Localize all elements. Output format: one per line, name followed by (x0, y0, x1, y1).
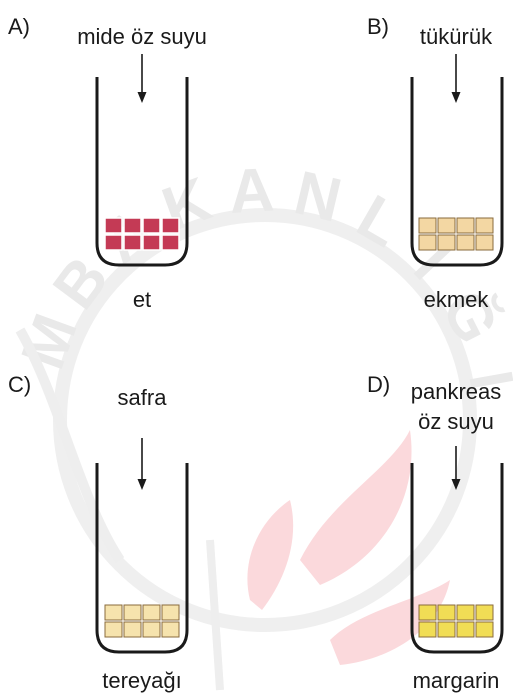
substance-block (456, 217, 475, 234)
substance-block (161, 217, 180, 234)
test-tube (95, 77, 189, 267)
option-label: A) (8, 14, 30, 39)
substance-block (437, 217, 456, 234)
watermark-leaf-icon (330, 580, 450, 665)
substance-block (475, 621, 494, 638)
substance-block (418, 604, 437, 621)
arrow-down-icon (451, 479, 461, 490)
substance-block (437, 621, 456, 638)
solution-label: öz suyu (418, 409, 494, 434)
substance-block (437, 234, 456, 251)
substance-block (142, 217, 161, 234)
test-tube (410, 463, 504, 654)
substance-block (104, 621, 123, 638)
substance-block (104, 217, 123, 234)
test-tube (410, 77, 504, 267)
substance-block (142, 604, 161, 621)
watermark-stroke-shape (15, 327, 125, 563)
substance-block (161, 234, 180, 251)
arrow-down-icon (137, 92, 147, 103)
substance-block (456, 234, 475, 251)
substance-block (161, 604, 180, 621)
substance-block (142, 234, 161, 251)
test-tube (95, 463, 189, 654)
panel-b: B) tükürük ekmek (367, 14, 504, 312)
substance-block (123, 604, 142, 621)
arrow-down-icon (137, 479, 147, 490)
watermark-leaf-icon (247, 500, 294, 610)
substance-block (104, 604, 123, 621)
solution-label: safra (118, 385, 168, 410)
substance-block (418, 234, 437, 251)
substance-block (142, 621, 161, 638)
watermark-letter: B (40, 245, 122, 322)
substance-label: et (133, 287, 151, 312)
substance-block (123, 217, 142, 234)
watermark-stroke-shape (206, 539, 224, 691)
solution-label: tükürük (420, 24, 493, 49)
substance-block (123, 621, 142, 638)
option-label: D) (367, 372, 390, 397)
substance-block (418, 217, 437, 234)
solution-label: mide öz suyu (77, 24, 207, 49)
substance-block (475, 217, 494, 234)
substance-block (161, 621, 180, 638)
panel-c: C) safra tereyağı (8, 372, 189, 693)
option-label: C) (8, 372, 31, 397)
substance-block (104, 234, 123, 251)
substance-block (123, 234, 142, 251)
substance-block (437, 604, 456, 621)
substance-label: margarin (413, 668, 500, 693)
panel-a: A) mide öz suyu et (8, 14, 207, 312)
substance-label: tereyağı (102, 668, 182, 693)
watermark-letter: A (227, 156, 276, 227)
watermark-letter: L (346, 182, 413, 261)
substance-label: ekmek (424, 287, 490, 312)
panel-d: D) pankreas öz suyu margarin (367, 372, 504, 693)
substance-block (475, 234, 494, 251)
substance-block (475, 604, 494, 621)
substance-block (418, 621, 437, 638)
substance-block (456, 604, 475, 621)
watermark-letters: MBAKANLIĞI (8, 156, 513, 395)
watermark-leaf-icon (300, 430, 412, 585)
option-label: B) (367, 14, 389, 39)
substance-block (456, 621, 475, 638)
arrow-down-icon (451, 92, 461, 103)
solution-label: pankreas (411, 379, 502, 404)
